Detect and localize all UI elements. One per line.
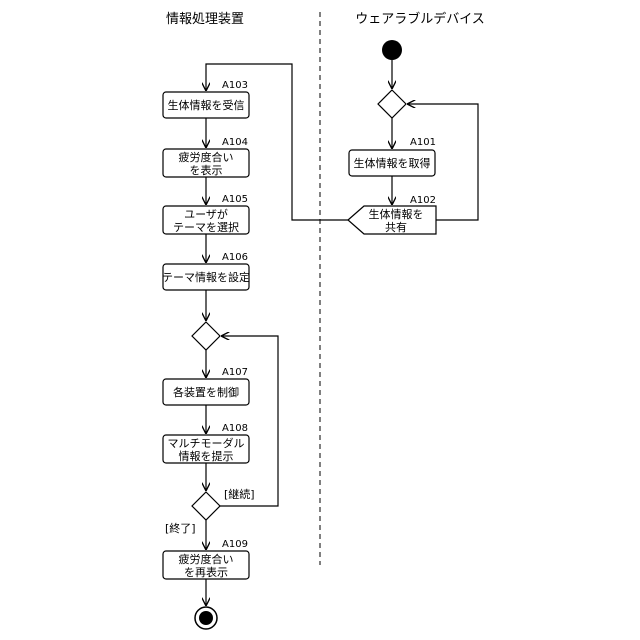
a101-label: 生体情報を取得 [354,156,431,170]
a104-label-line1: 疲労度合い [179,150,234,164]
a107-label: 各装置を制御 [173,385,239,399]
final-node-inner [199,611,213,625]
lane-title-information-processor: 情報処理装置 [166,12,244,27]
decision-node [192,492,220,520]
merge-node-right [378,90,406,118]
a104-label-line2: を表示 [190,163,223,177]
initial-node [382,40,402,60]
a102-label-line2: 共有 [385,220,407,234]
a109-label-line1: 疲労度合い [179,552,234,566]
a108-ref: A108 [222,423,248,434]
guard-end: [終了] [165,521,196,535]
a103-ref: A103 [222,80,248,91]
a105-label-line1: ユーザが [184,207,228,221]
guard-continue: [継続] [224,487,255,501]
a108-label-line2: 情報を提示 [179,450,234,463]
a103-label: 生体情報を受信 [168,98,245,112]
a107-ref: A107 [222,367,248,378]
a106-label: テーマ情報を設定 [162,270,250,284]
a105-ref: A105 [222,194,248,205]
a109-label-line2: を再表示 [184,565,228,579]
merge-node-left [192,322,220,350]
a102-ref: A102 [410,195,436,206]
a101-ref: A101 [410,137,436,148]
a108-label-line1: マルチモーダル [168,436,245,450]
flow-continue-loop [220,336,278,506]
a104-ref: A104 [222,137,248,148]
a102-label-line1: 生体情報を [369,207,424,221]
lane-title-wearable-device: ウェアラブルデバイス [355,11,485,27]
a109-ref: A109 [222,539,248,550]
a106-ref: A106 [222,252,248,263]
a105-label-line2: テーマを選択 [173,220,239,234]
